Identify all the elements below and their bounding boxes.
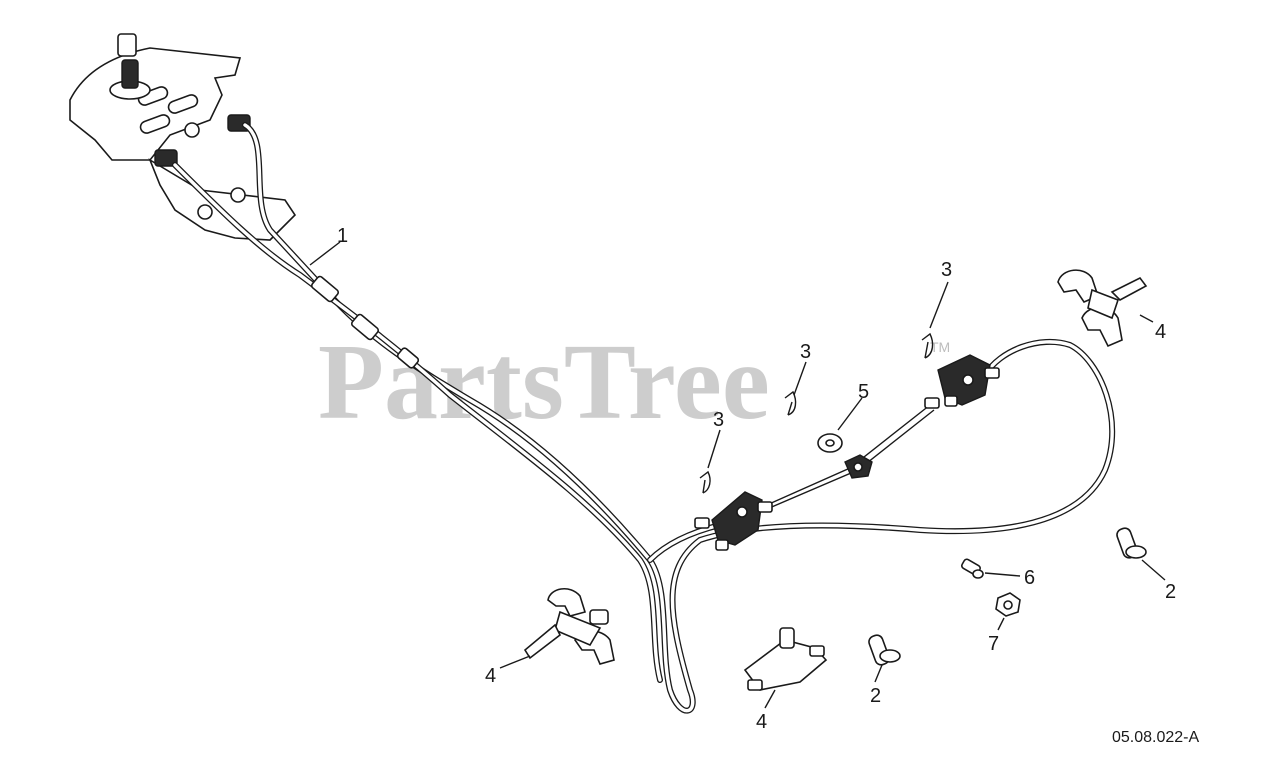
hairpin-clip-3 (921, 332, 934, 359)
callout-6: 6 (1024, 567, 1035, 589)
cable-bracket-lower (694, 491, 773, 551)
callout-5: 5 (858, 381, 869, 403)
cable-bracket-upper (924, 354, 1000, 409)
callout-3-top: 3 (941, 259, 952, 281)
callout-3-mid: 3 (800, 341, 811, 363)
callout-4-bottom: 4 (756, 711, 767, 733)
callout-2-right: 2 (1165, 581, 1176, 603)
hairpin-clip-2 (784, 390, 797, 416)
callout-4-right: 4 (1155, 321, 1166, 343)
drawing-code: 05.08.022-A (1112, 729, 1200, 746)
cable-retainer-bottom (743, 627, 828, 691)
callout-7: 7 (988, 633, 999, 655)
hex-nut (995, 592, 1021, 617)
cable-retainer-left (523, 588, 615, 665)
bolt (961, 558, 984, 579)
cable-assembly (172, 122, 1116, 714)
clevis-pin-lower (868, 634, 901, 666)
callout-4-left: 4 (485, 665, 496, 687)
cable-retainer-right (1057, 269, 1148, 348)
control-bracket-assembly (69, 33, 297, 241)
callout-2-lower: 2 (870, 685, 881, 707)
clevis-pin-right (1116, 527, 1147, 559)
washer (817, 433, 843, 453)
hairpin-clip-1 (699, 470, 711, 494)
leader-lines (309, 241, 1166, 709)
callout-3-left: 3 (713, 409, 724, 431)
callout-1: 1 (337, 225, 348, 247)
watermark-tm: TM (930, 339, 950, 355)
